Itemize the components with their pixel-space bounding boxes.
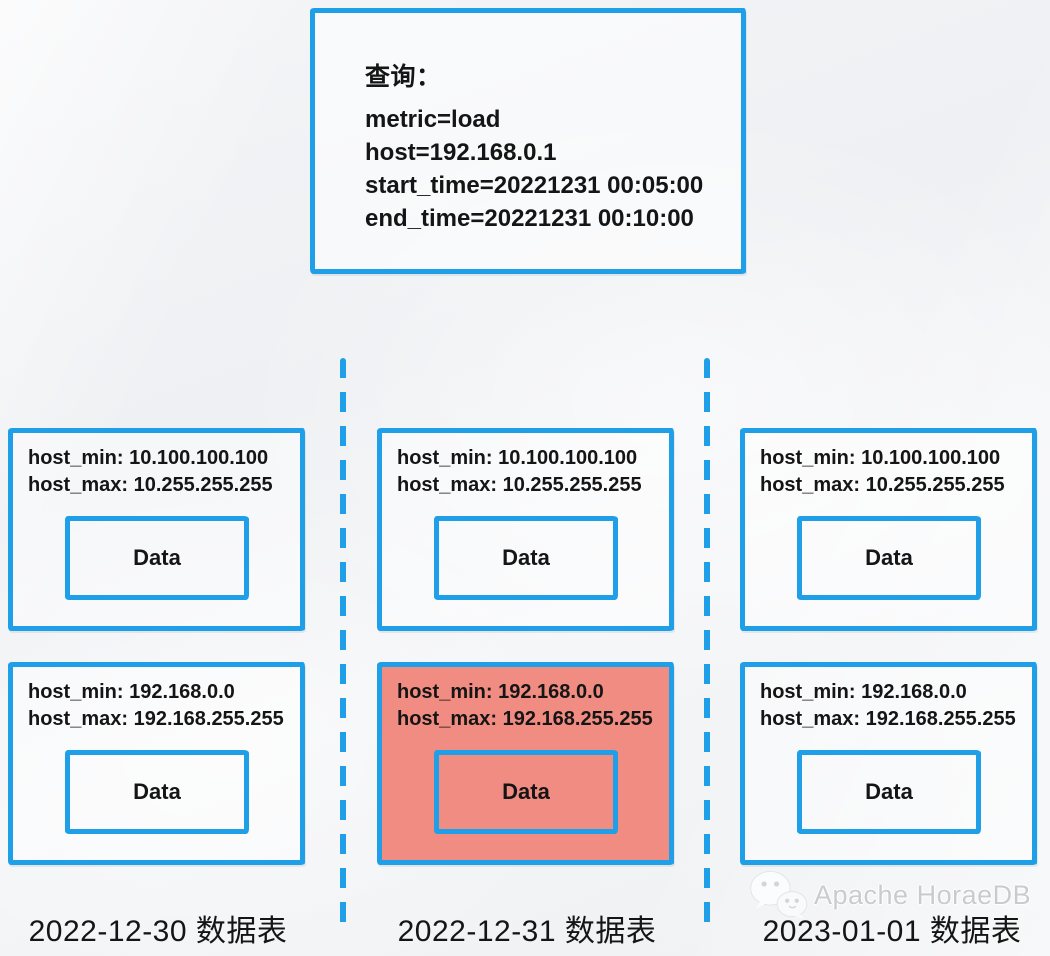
host-min-label: host_min: 192.168.0.0	[28, 681, 235, 703]
host-min-label: host_min: 192.168.0.0	[397, 681, 604, 703]
partition-box: host_min: 10.100.100.100 host_max: 10.25…	[740, 428, 1037, 631]
data-label: Data	[133, 779, 181, 804]
host-min-label: host_min: 10.100.100.100	[397, 447, 638, 469]
data-label: Data	[865, 779, 913, 804]
data-label: Data	[133, 545, 181, 570]
data-label: Data	[865, 545, 913, 570]
host-min-label: host_min: 10.100.100.100	[28, 447, 269, 469]
table-label-2022-12-31: 2022-12-31 数据表	[397, 915, 657, 948]
host-min-label: host_min: 192.168.0.0	[760, 681, 967, 703]
partition-box: host_min: 192.168.0.0 host_max: 192.168.…	[8, 662, 305, 865]
column-divider-right	[704, 358, 710, 936]
query-param-host: host=192.168.0.1	[365, 139, 557, 166]
host-max-label: host_max: 192.168.255.255	[760, 708, 1016, 730]
host-max-label: host_max: 10.255.255.255	[760, 474, 1005, 496]
table-label-2022-12-30: 2022-12-30 数据表	[28, 915, 288, 948]
query-param-end-time: end_time=20221231 00:10:00	[365, 205, 694, 232]
data-box: Data	[65, 516, 249, 600]
data-box: Data	[797, 750, 981, 834]
data-box: Data	[434, 516, 618, 600]
query-param-metric: metric=load	[365, 106, 501, 133]
data-label: Data	[502, 779, 550, 804]
column-divider-left	[340, 358, 346, 936]
query-param-start-time: start_time=20221231 00:05:00	[365, 172, 704, 199]
partition-box: host_min: 10.100.100.100 host_max: 10.25…	[377, 428, 674, 631]
host-max-label: host_max: 192.168.255.255	[397, 708, 653, 730]
data-box: Data	[434, 750, 618, 834]
host-max-label: host_max: 10.255.255.255	[28, 474, 273, 496]
host-max-label: host_max: 10.255.255.255	[397, 474, 642, 496]
data-label: Data	[502, 545, 550, 570]
partition-box-matched: host_min: 192.168.0.0 host_max: 192.168.…	[377, 662, 674, 865]
host-min-label: host_min: 10.100.100.100	[760, 447, 1001, 469]
partition-box: host_min: 10.100.100.100 host_max: 10.25…	[8, 428, 305, 631]
query-title: 查询：	[365, 63, 442, 91]
query-box: 查询： metric=load host=192.168.0.1 start_t…	[310, 8, 746, 274]
data-box: Data	[65, 750, 249, 834]
table-label-2023-01-01: 2023-01-01 数据表	[762, 915, 1022, 948]
host-max-label: host_max: 192.168.255.255	[28, 708, 284, 730]
partition-box: host_min: 192.168.0.0 host_max: 192.168.…	[740, 662, 1037, 865]
data-box: Data	[797, 516, 981, 600]
